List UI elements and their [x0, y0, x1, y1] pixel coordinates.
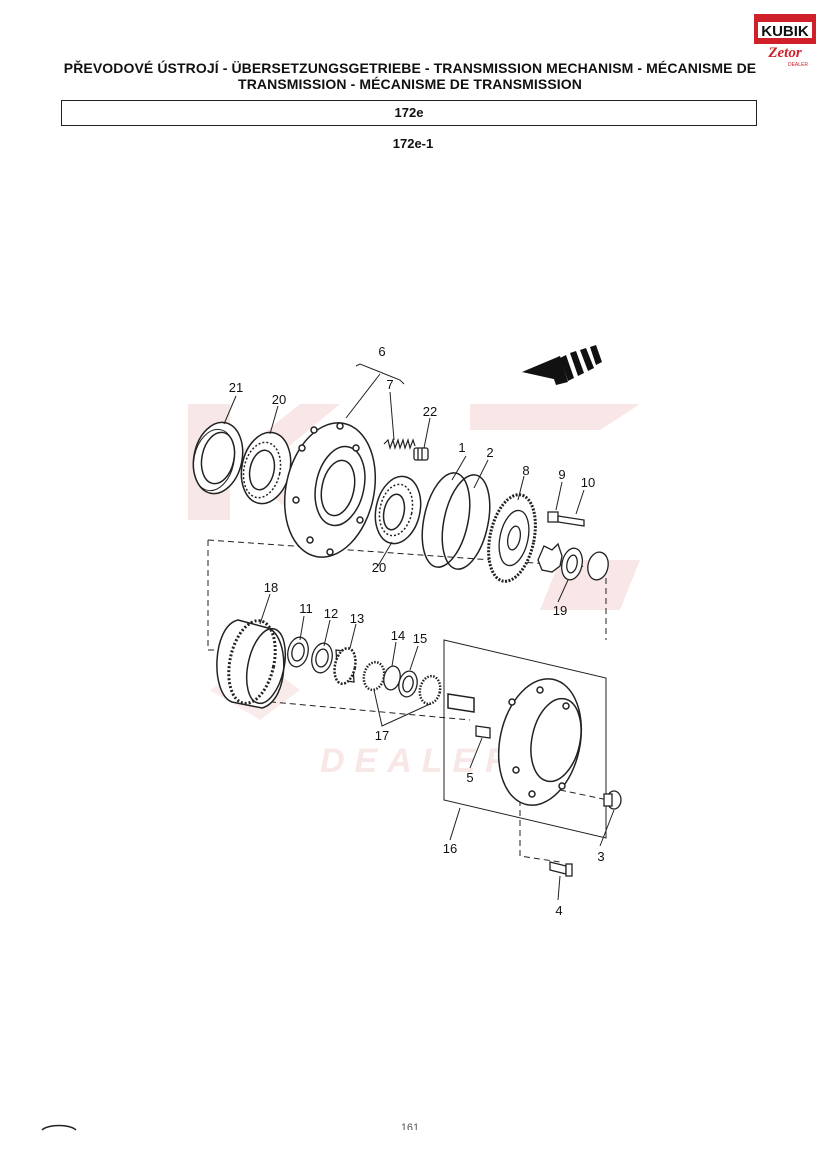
part-8-gear	[487, 493, 537, 583]
kubik-zetor-logo: KUBIK Zetor DEALER	[754, 14, 816, 68]
figure-code: 172e-1	[392, 136, 434, 151]
part-9-10-bolt	[547, 511, 585, 527]
callout-21: 21	[229, 380, 243, 395]
part-22-plug	[413, 447, 429, 461]
direction-arrow-icon	[522, 345, 602, 385]
callout-16: 16	[443, 841, 457, 856]
logo-tag: DEALER	[788, 62, 808, 68]
logo-brand-bottom: Zetor	[767, 45, 801, 61]
part-16-planet-carrier	[443, 639, 607, 839]
part-11-washer	[287, 636, 309, 668]
title-line-1: PŘEVODOVÉ ÚSTROJÍ - ÜBERSETZUNGSGETRIEBE…	[63, 60, 757, 76]
footer-mark	[41, 1124, 77, 1131]
callout-4: 4	[555, 903, 562, 918]
callout-11: 11	[299, 601, 313, 616]
callout-9: 9	[558, 467, 565, 482]
callout-labels: 1 2 3 4 5 6 7 8 9 10 11 12 13 14 15 16 1…	[229, 344, 605, 918]
part-20-roller-bearing	[240, 431, 292, 505]
callout-5: 5	[466, 770, 473, 785]
callout-19: 19	[553, 603, 567, 618]
logo-brand-top: KUBIK	[761, 23, 809, 40]
callout-17: 17	[375, 728, 389, 743]
callout-20: 20	[272, 392, 286, 407]
leader-lines	[223, 363, 615, 901]
section-code-box: 172e	[61, 100, 757, 126]
page-number: 161	[400, 1122, 420, 1130]
part-20-roller-bearing-right	[374, 475, 422, 545]
callout-3: 3	[597, 849, 604, 864]
callout-2: 2	[486, 445, 493, 460]
part-12-washer	[311, 642, 333, 674]
callout-6: 6	[378, 344, 385, 359]
callout-13: 13	[350, 611, 364, 626]
callout-18: 18	[264, 580, 278, 595]
title-line-2: TRANSMISSION - MÉCANISME DE TRANSMISSION	[238, 76, 582, 92]
part-17-needle-bearing	[362, 660, 442, 706]
callout-7: 7	[386, 377, 393, 392]
callout-22: 22	[423, 404, 437, 419]
callout-15: 15	[413, 631, 427, 646]
callout-14: 14	[391, 628, 405, 643]
callout-10: 10	[581, 475, 595, 490]
watermark-text: DEALER	[320, 742, 520, 780]
part-15-washer	[398, 670, 418, 698]
part-18-ring-gear	[216, 619, 287, 709]
part-1-ring	[421, 472, 471, 568]
callout-12: 12	[324, 606, 338, 621]
part-7-spring	[383, 437, 416, 451]
callout-20b: 20	[372, 560, 386, 575]
part-4-screw	[549, 861, 573, 877]
callout-8: 8	[522, 463, 529, 478]
part-13-planet-gear	[333, 647, 357, 685]
part-3-plug	[603, 790, 622, 810]
callout-1: 1	[458, 440, 465, 455]
part-5-pin	[475, 725, 491, 739]
page-title: PŘEVODOVÉ ÚSTROJÍ - ÜBERSETZUNGSGETRIEBE…	[60, 60, 760, 92]
part-6-hub-housing	[283, 422, 377, 558]
part-21-shaft-seal	[192, 421, 244, 495]
part-2-ring	[441, 474, 491, 570]
part-19-lock-washer	[537, 542, 609, 581]
